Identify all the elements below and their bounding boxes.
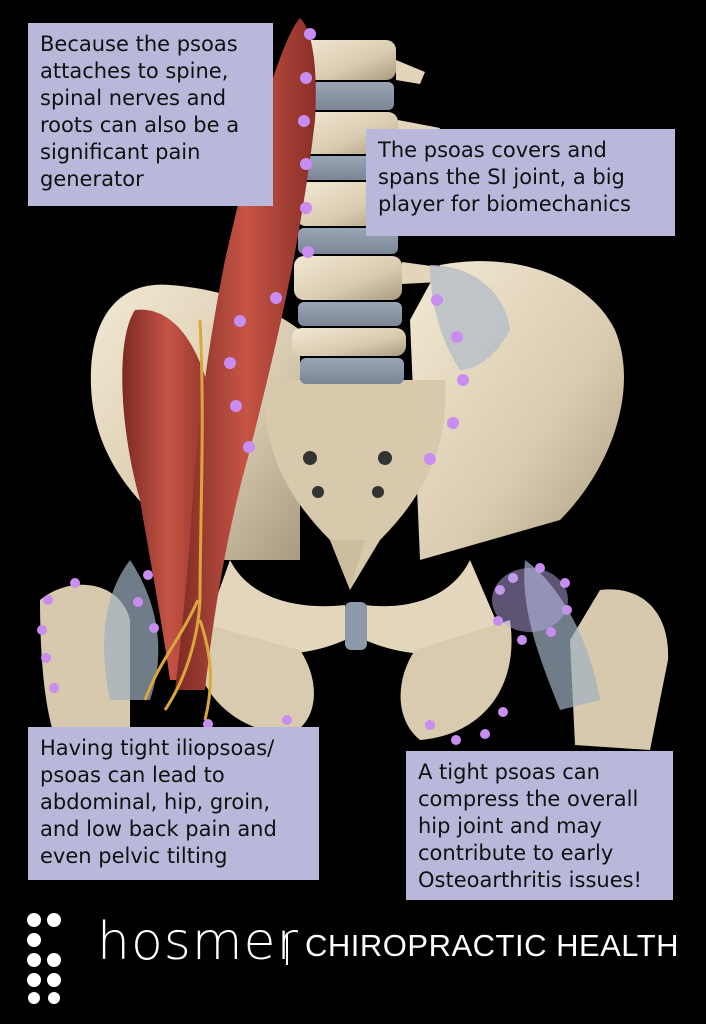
hosmer-logo-icon [27, 913, 61, 1004]
callout-si-joint: The psoas covers and spans the SI joint,… [366, 129, 675, 236]
left-pubic-ramus [365, 560, 500, 654]
lumbar-spine [292, 40, 446, 384]
left-ischium [400, 620, 512, 740]
si-ligament [430, 265, 510, 370]
hip-joint-highlight [492, 568, 568, 632]
brand-name: hosmer [97, 912, 299, 972]
callout-hip-joint: A tight psoas can compress the overall h… [406, 751, 673, 908]
callout-spine-attachment: Because the psoas attaches to spine, spi… [28, 23, 273, 206]
psoas-muscle [175, 18, 316, 690]
brand-footer [0, 900, 706, 1024]
callout-tight-psoas-pain: Having tight iliopsoas/ psoas can lead t… [28, 727, 319, 880]
brand-divider [286, 933, 288, 965]
right-pubic-ramus [205, 560, 345, 654]
brand-tagline: CHIROPRACTIC HEALTH [305, 928, 680, 963]
left-femur [570, 589, 669, 750]
sacrum [264, 380, 446, 590]
right-ischium [190, 620, 314, 735]
femoral-nerve [143, 319, 212, 721]
pubic-symphysis [345, 602, 367, 650]
